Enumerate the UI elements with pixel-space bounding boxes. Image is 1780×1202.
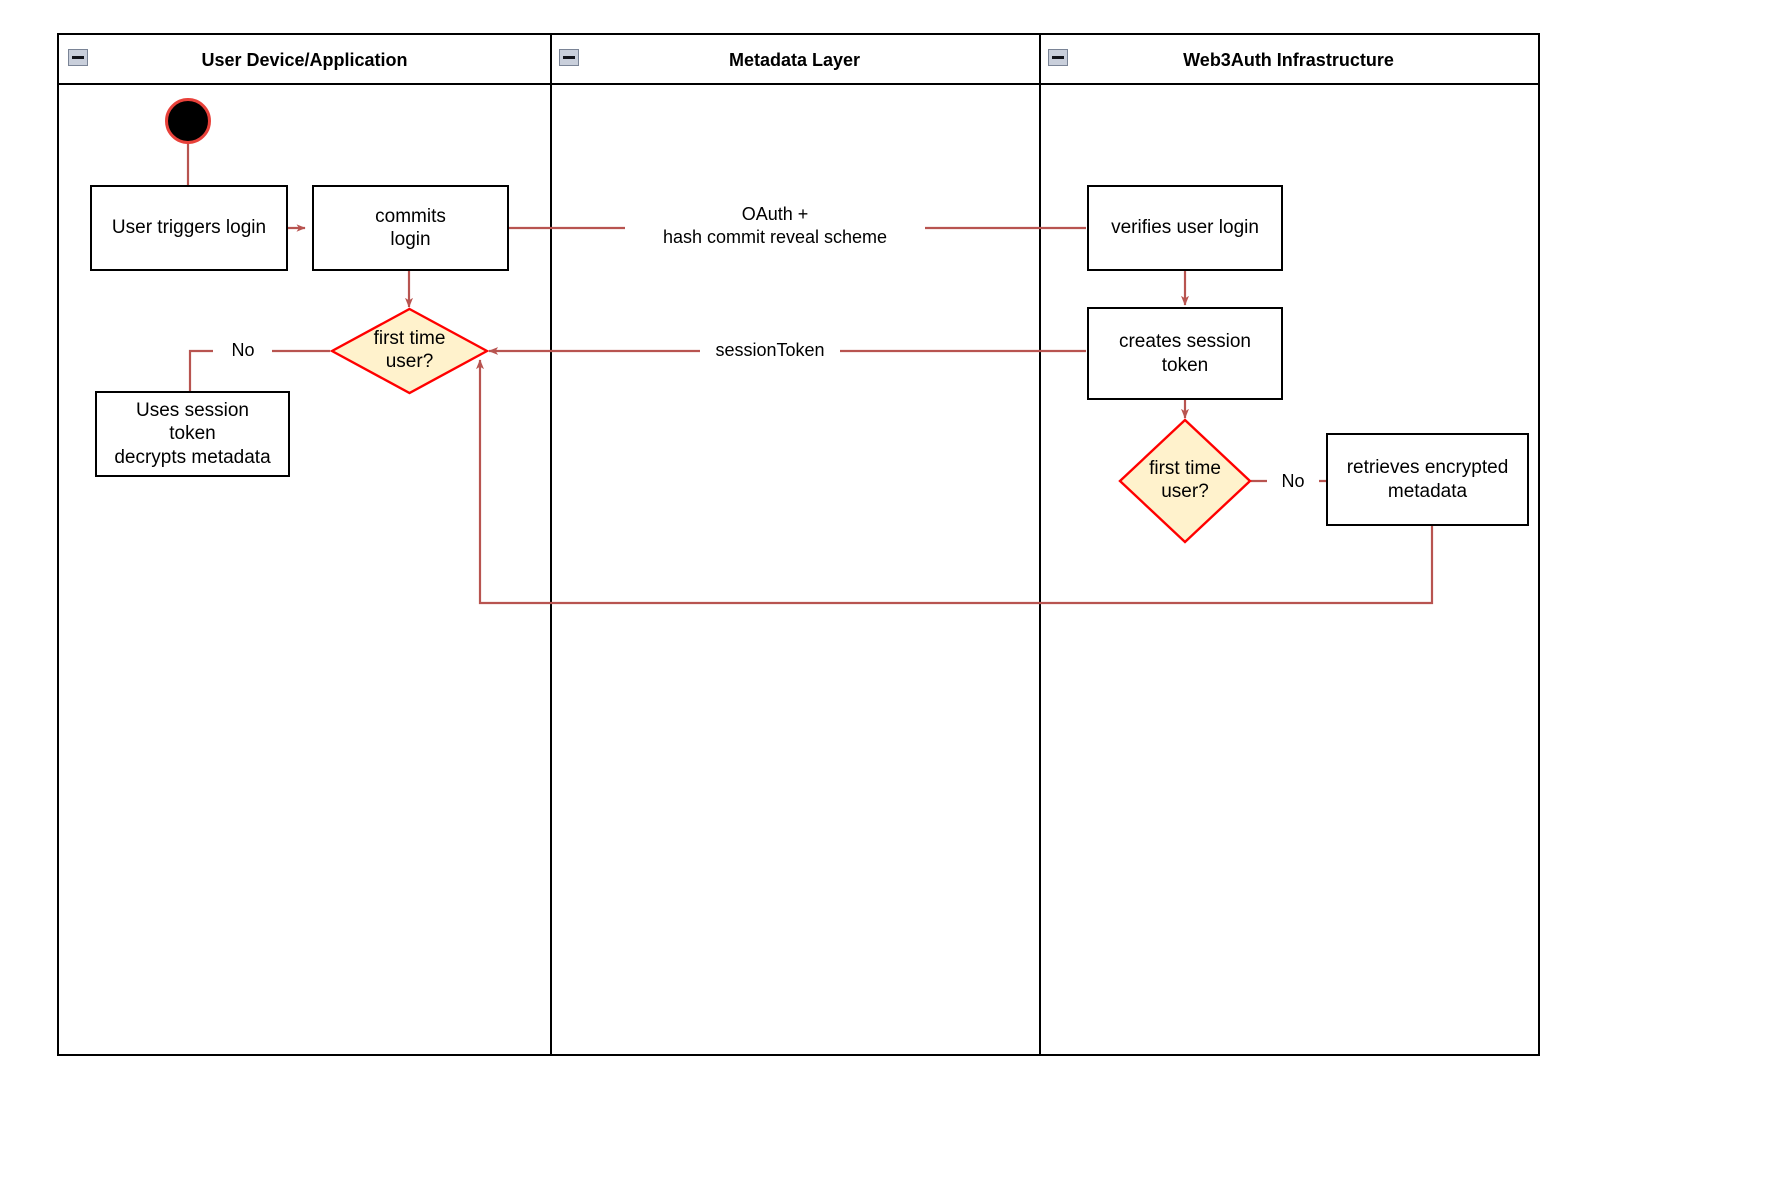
lane-header-metadata[interactable]: Metadata Layer	[550, 35, 1039, 85]
edge-label-session-token: sessionToken	[700, 339, 840, 362]
activity-label: Uses session token decrypts metadata	[114, 400, 271, 468]
minus-icon[interactable]	[68, 49, 88, 66]
lane-divider-2	[1039, 35, 1041, 1054]
lane-header-web3auth[interactable]: Web3Auth Infrastructure	[1039, 35, 1538, 85]
lane-divider-1	[550, 35, 552, 1054]
activity-label: creates session token	[1118, 331, 1251, 376]
activity-verifies-user-login[interactable]: verifies user login	[1087, 185, 1283, 271]
activity-label: verifies user login	[1111, 217, 1259, 239]
minus-icon[interactable]	[559, 49, 579, 66]
minus-icon[interactable]	[1048, 49, 1068, 66]
decision-label: first time user?	[373, 328, 446, 372]
edge-label-no-right: No	[1267, 470, 1319, 493]
activity-user-triggers-login[interactable]: User triggers login	[90, 185, 288, 271]
activity-label: User triggers login	[111, 217, 267, 239]
lane-title-web3auth: Web3Auth Infrastructure	[1183, 50, 1394, 70]
activity-retrieves-encrypted-metadata[interactable]: retrieves encrypted metadata	[1326, 433, 1529, 526]
lane-title-user-device: User Device/Application	[201, 50, 408, 70]
edge-label-oauth: OAuth + hash commit reveal scheme	[625, 203, 925, 248]
diamond-shape	[330, 307, 489, 395]
lane-title-metadata: Metadata Layer	[728, 50, 861, 70]
lane-header-user-device[interactable]: User Device/Application	[59, 35, 550, 85]
decision-label: first time user?	[1149, 458, 1221, 502]
edge-label-no-left: No	[214, 339, 272, 362]
activity-uses-session-token[interactable]: Uses session token decrypts metadata	[95, 391, 290, 477]
activity-label: commits login	[375, 205, 446, 250]
activity-label: retrieves encrypted metadata	[1346, 457, 1509, 502]
activity-commits-login[interactable]: commits login	[312, 185, 509, 271]
start-node[interactable]	[165, 98, 211, 144]
decision-first-time-user-left[interactable]: first time user?	[330, 307, 489, 395]
activity-creates-session-token[interactable]: creates session token	[1087, 307, 1283, 400]
diamond-shape	[1118, 418, 1252, 544]
decision-first-time-user-right[interactable]: first time user?	[1118, 418, 1252, 544]
